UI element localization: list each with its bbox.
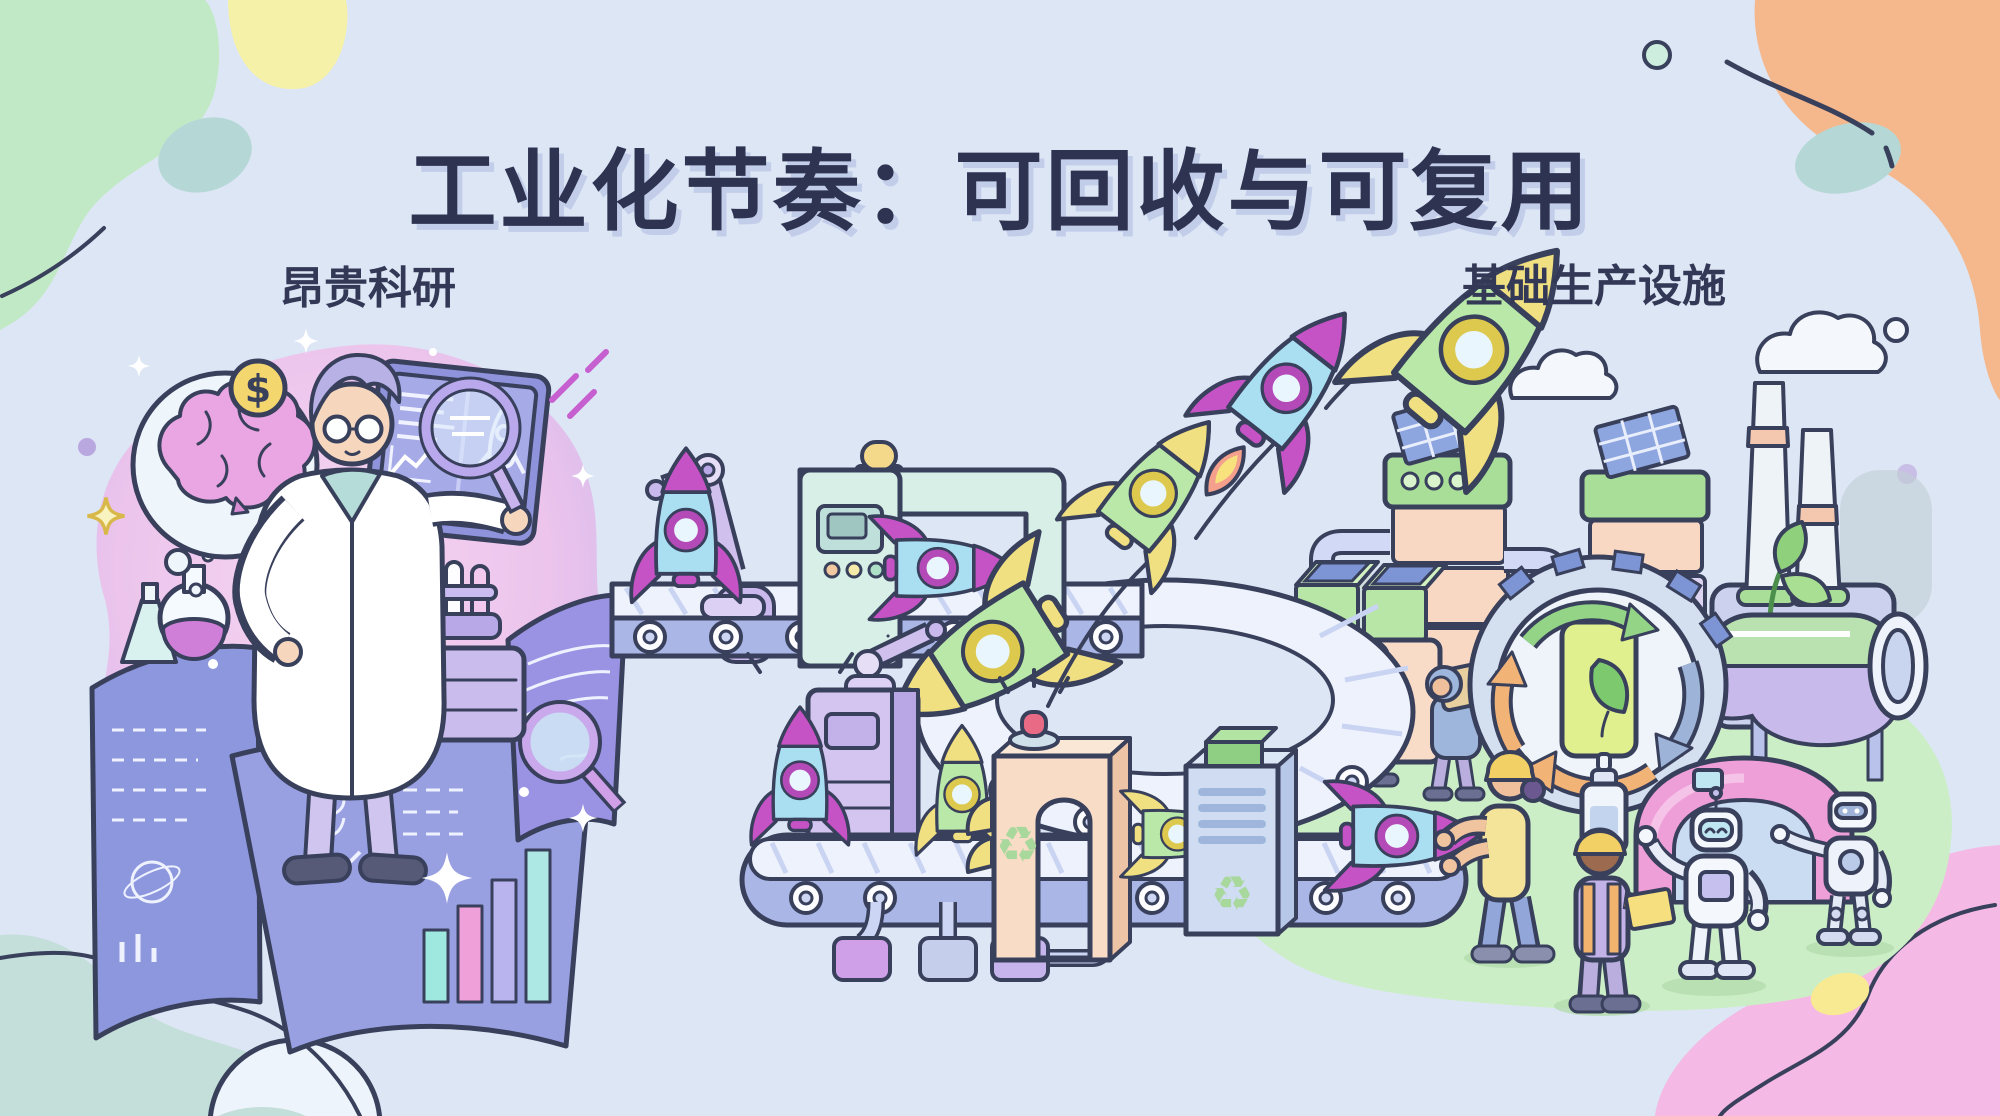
dollar-sign: $ — [245, 367, 271, 411]
recycle-arrows-icon — [1486, 600, 1705, 800]
robot-icon — [1770, 791, 1892, 946]
label-expensive-research: 昂贵科研 — [280, 263, 456, 314]
rocket-fin — [965, 836, 994, 874]
emphasis-dashes — [998, 668, 1070, 694]
recycle-bin-icon: ♻ — [1183, 726, 1298, 937]
worker-pushing-rocket — [1433, 750, 1556, 964]
scientist-figure — [232, 352, 532, 886]
recycle-bin-icon: ♻ — [991, 668, 1132, 963]
flask-icon — [120, 538, 231, 664]
data-screen-icon — [89, 643, 263, 1041]
emphasis-dashes — [549, 349, 609, 419]
emphasis-dashes — [746, 638, 854, 674]
industrial-pipe-icon — [1681, 611, 1929, 782]
dollar-coin-icon: $ — [228, 358, 288, 418]
sparkle-icon — [85, 328, 598, 904]
emergency-button-icon — [1020, 710, 1048, 738]
robot-icon — [1635, 786, 1769, 980]
page-title: 工业化节奏：可回收与可复用 — [408, 139, 1592, 243]
yellow-accent-spot — [1810, 972, 1870, 1016]
warning-beacon-icon — [860, 440, 898, 472]
hard-hat-icon — [1484, 750, 1536, 782]
glasses-icon — [322, 414, 384, 444]
assembly-line: ♻ ♻ — [609, 440, 1479, 982]
rocket-flame-icon — [1204, 445, 1246, 497]
rocket-fin — [965, 796, 994, 836]
launch-trail-icon — [1324, 380, 1352, 410]
recycle-symbol-icon: ♻ — [1210, 866, 1253, 922]
bar-chart-icon — [422, 848, 552, 1004]
launching-rockets — [1046, 195, 1623, 708]
recycle-symbol-icon: ♻ — [996, 816, 1041, 874]
hard-hat-icon — [1573, 829, 1627, 856]
solar-crate — [1362, 563, 1448, 642]
research-scene: $ — [85, 328, 629, 1055]
factory-foreground — [1433, 750, 1894, 1016]
brain-icon — [157, 379, 317, 516]
magnifying-glass-icon — [418, 376, 526, 515]
solar-panel-icon — [1592, 404, 1692, 480]
magnifying-glass-icon — [518, 700, 627, 814]
launch-trail-icon — [1046, 560, 1150, 708]
smoke-cloud-icon — [1508, 310, 1909, 400]
chimney-icon — [1736, 381, 1850, 607]
clipboard-icon — [1624, 887, 1676, 931]
label-basic-production-facilities: 基础生产设施 — [1462, 261, 1726, 312]
circular-recycling-wheel-icon — [1467, 547, 1734, 816]
worker-with-folder — [1568, 827, 1676, 1014]
